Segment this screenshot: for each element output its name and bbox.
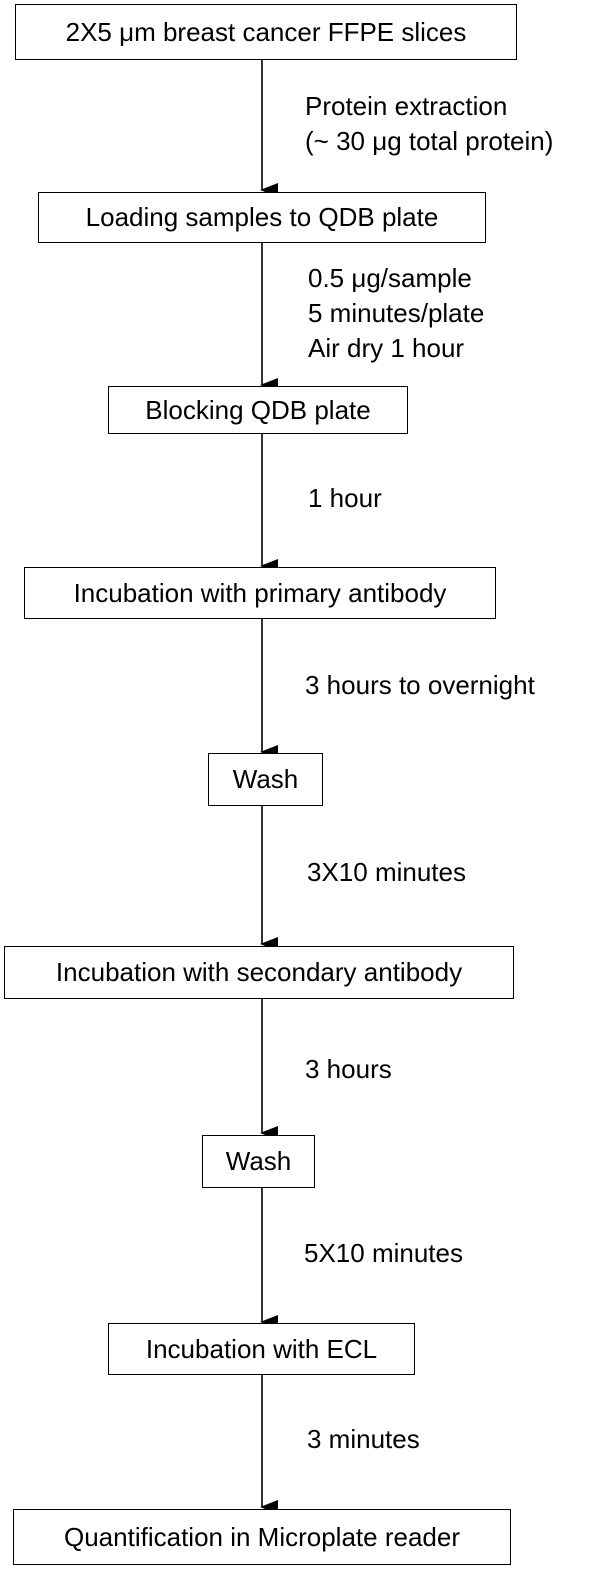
step-quantification: Quantification in Microplate reader xyxy=(13,1509,511,1565)
step-label: Incubation with ECL xyxy=(145,1333,378,1364)
note-secondary-time: 3 hours xyxy=(305,1052,392,1087)
step-label: Quantification in Microplate reader xyxy=(64,1521,460,1552)
note-primary-time: 3 hours to overnight xyxy=(305,668,535,703)
note-line: 5X10 minutes xyxy=(304,1238,463,1268)
note-wash-1-time: 3X10 minutes xyxy=(307,855,466,890)
note-line: 3 minutes xyxy=(307,1424,420,1454)
note-line: Air dry 1 hour xyxy=(308,333,465,363)
step-secondary-antibody: Incubation with secondary antibody xyxy=(4,946,514,999)
note-line: 3 hours xyxy=(305,1054,392,1084)
note-protein-extraction: Protein extraction (~ 30 μg total protei… xyxy=(305,89,553,159)
step-label: 2X5 μm breast cancer FFPE slices xyxy=(65,16,467,47)
note-line: 3 hours to overnight xyxy=(305,670,535,700)
step-ecl: Incubation with ECL xyxy=(108,1323,415,1375)
step-loading-samples: Loading samples to QDB plate xyxy=(38,192,486,243)
step-label: Incubation with secondary antibody xyxy=(55,957,463,987)
step-label: Wash xyxy=(232,764,299,794)
note-line: 0.5 μg/sample xyxy=(308,263,472,293)
note-line: Protein extraction xyxy=(305,91,508,121)
step-extract-slices: 2X5 μm breast cancer FFPE slices xyxy=(15,4,517,60)
step-wash-1: Wash xyxy=(208,753,323,806)
step-label: Wash xyxy=(225,1146,292,1176)
note-blocking-time: 1 hour xyxy=(308,481,382,516)
step-label: Loading samples to QDB plate xyxy=(85,202,439,232)
note-line: (~ 30 μg total protein) xyxy=(305,126,554,156)
note-ecl-time: 3 minutes xyxy=(307,1422,420,1457)
step-primary-antibody: Incubation with primary antibody xyxy=(24,567,496,619)
note-line: 1 hour xyxy=(308,483,382,513)
note-loading: 0.5 μg/sample 5 minutes/plate Air dry 1 … xyxy=(308,261,484,366)
note-line: 5 minutes/plate xyxy=(308,298,485,328)
step-label: Incubation with primary antibody xyxy=(73,577,447,608)
step-blocking: Blocking QDB plate xyxy=(108,386,408,434)
note-line: 3X10 minutes xyxy=(307,857,466,887)
note-wash-2-time: 5X10 minutes xyxy=(304,1236,463,1271)
step-label: Blocking QDB plate xyxy=(145,394,371,425)
step-wash-2: Wash xyxy=(202,1135,315,1188)
